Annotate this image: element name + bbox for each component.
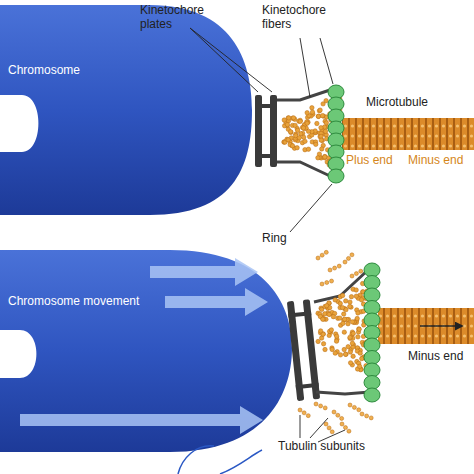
part-label: Microtubule: [366, 96, 428, 110]
part-label: Kinetochore fibers: [262, 4, 342, 32]
end-label: Minus end: [408, 350, 463, 364]
movement-arrow: [420, 325, 462, 327]
kinetochore-fibers: [314, 270, 370, 394]
part-label: Ring: [262, 232, 287, 246]
end-label: Minus end: [408, 154, 463, 168]
end-label: Plus end: [346, 154, 393, 168]
microtubule: [342, 118, 474, 150]
part-label: Kinetochore plates: [140, 4, 220, 32]
decorative-curve: [178, 446, 262, 474]
microtubule: [378, 308, 474, 344]
tubulin-subunits: [282, 93, 376, 434]
kinetochore-plates: [255, 95, 277, 167]
chromosome-body: [0, 5, 252, 215]
leader-lines: [190, 28, 345, 442]
part-label: Chromosome: [8, 64, 80, 78]
kinetochore-plates: [287, 299, 320, 401]
movement-arrows: [20, 258, 268, 434]
part-label: Tubulin subunits: [278, 440, 365, 454]
chromosome-body: [0, 250, 292, 452]
kinetochore-fibers: [277, 90, 330, 176]
part-label: Chromosome movement: [8, 295, 139, 309]
ring: [328, 85, 380, 402]
